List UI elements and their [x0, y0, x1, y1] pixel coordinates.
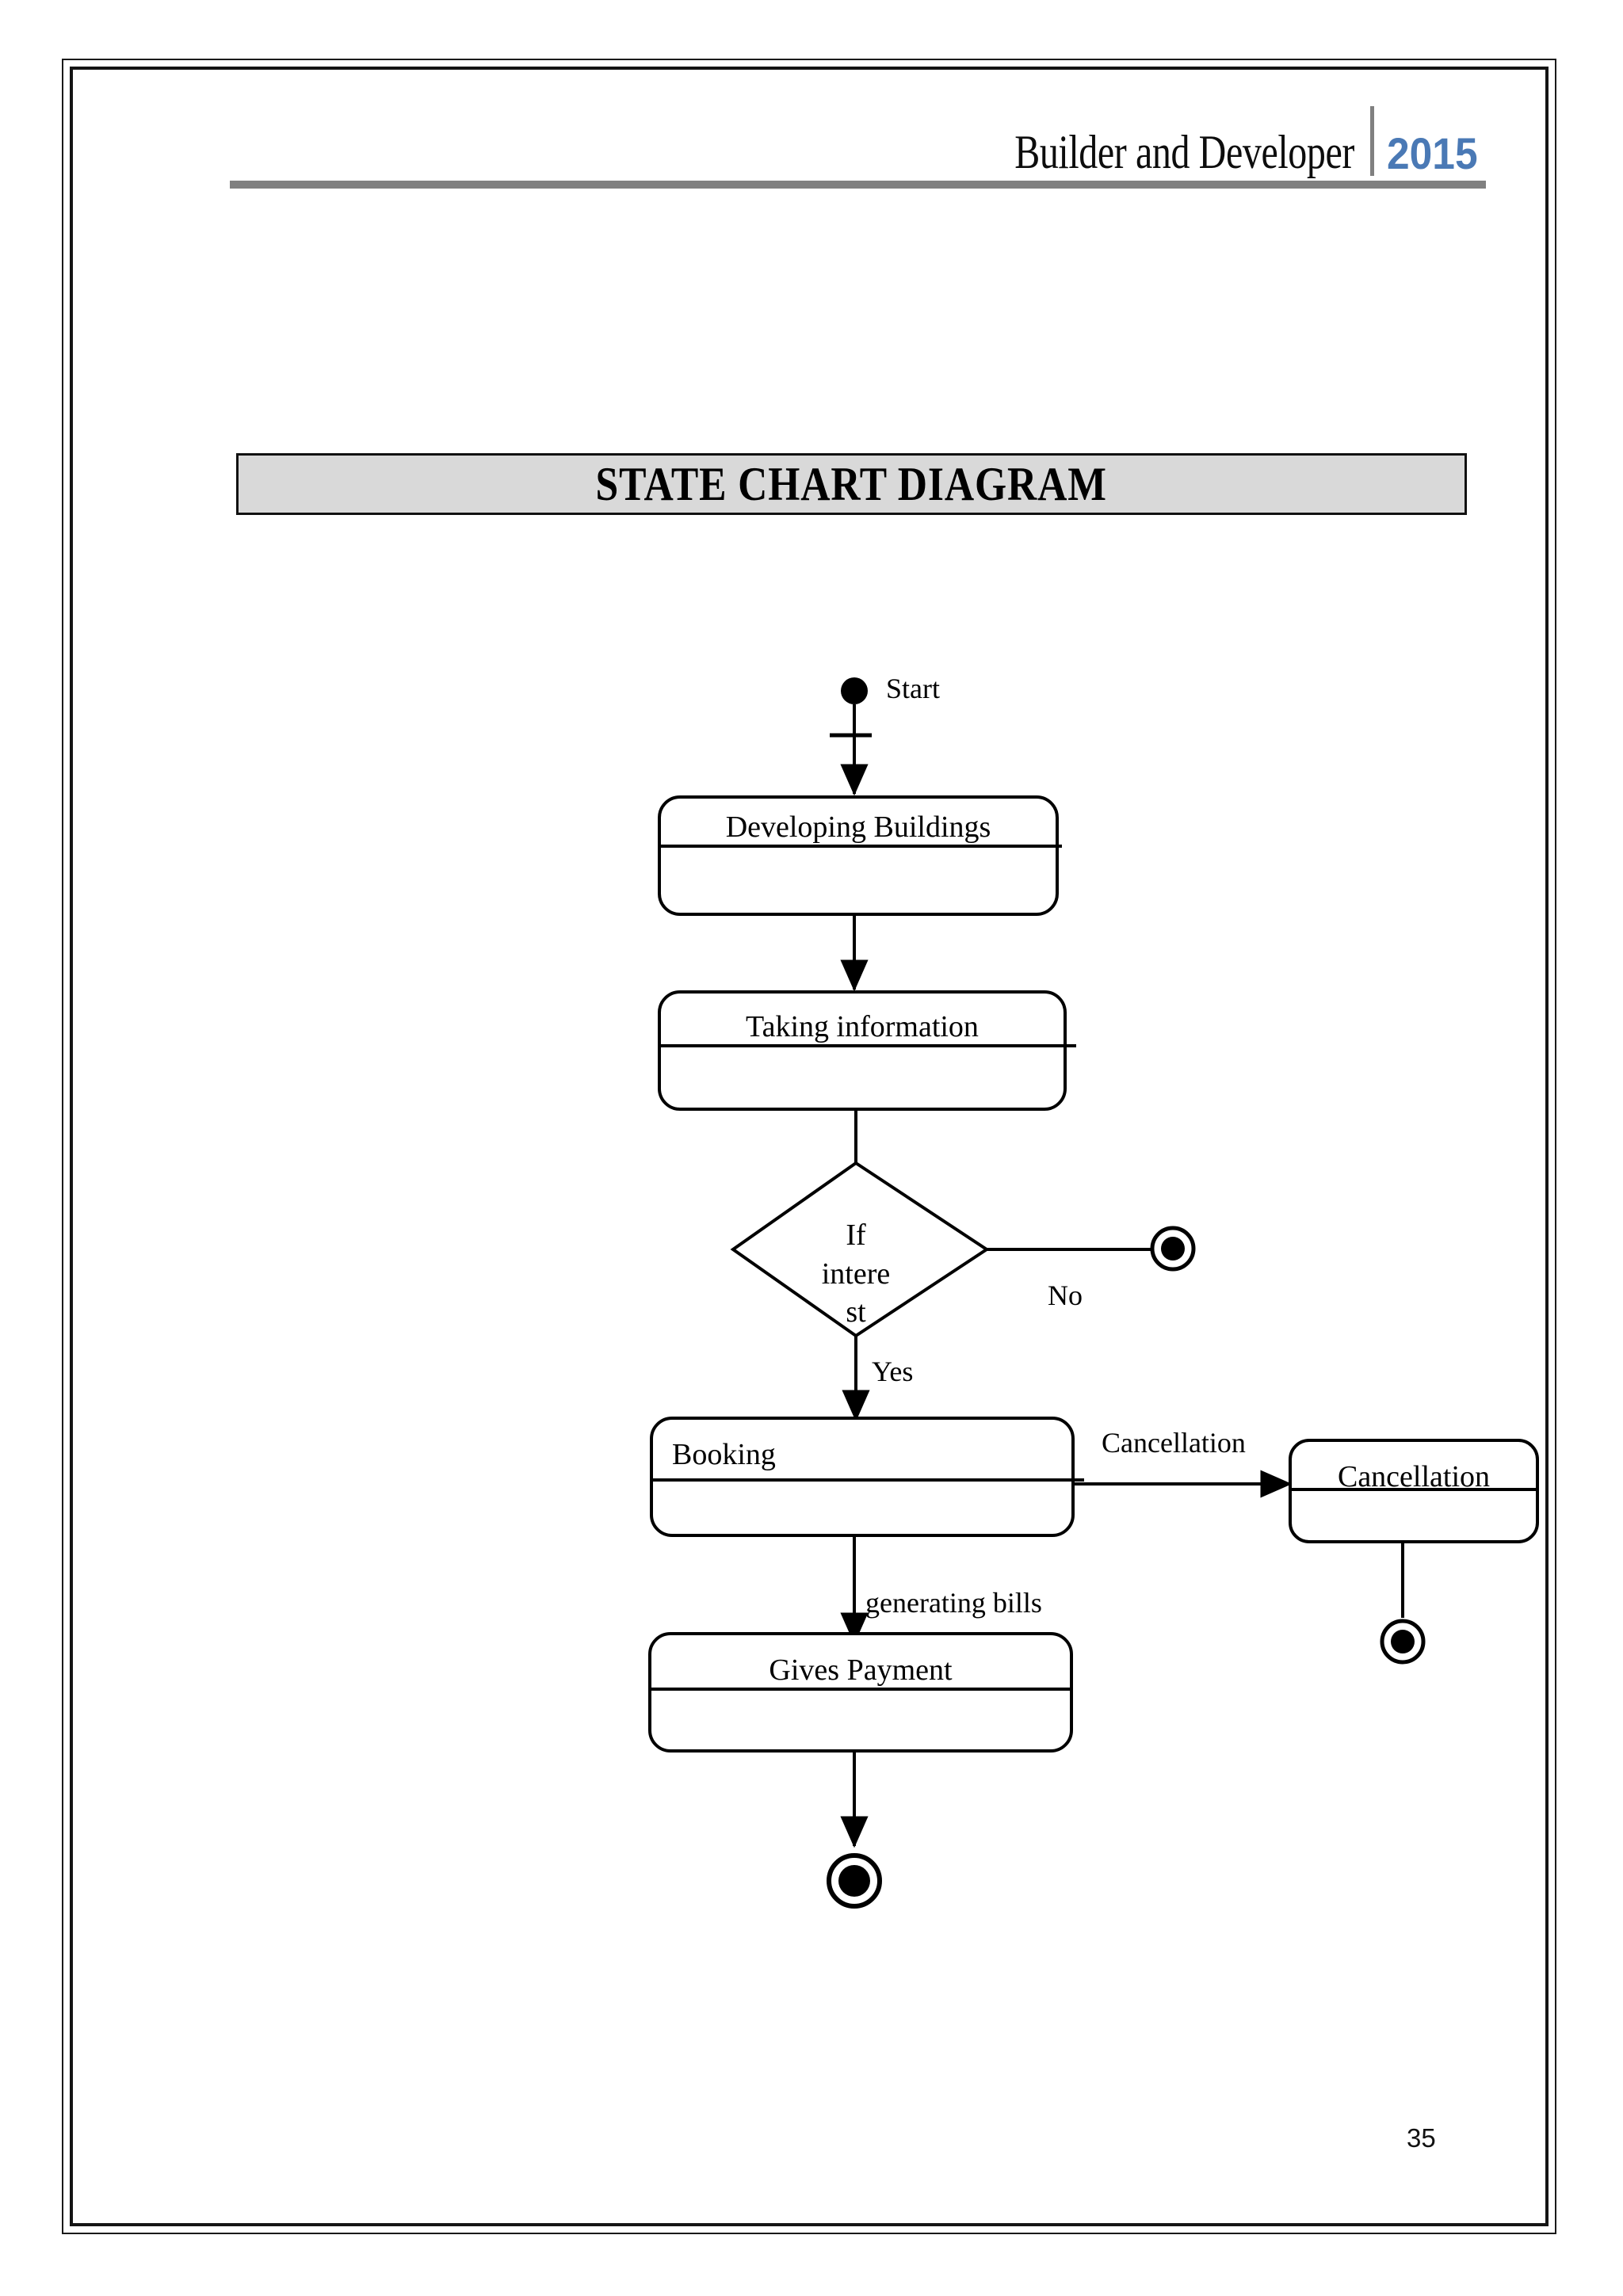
initial-state-caption: Start — [886, 673, 940, 704]
state-text-taking-information: Taking information — [746, 1010, 979, 1043]
header-rule — [230, 181, 1486, 189]
page-border-outer — [62, 59, 1556, 2234]
state-label-booking: Booking — [651, 1432, 1073, 1472]
edge-label-yes: Yes — [872, 1356, 914, 1387]
header-text-row: Builder and Developer 2015 — [930, 103, 1486, 176]
header-divider-icon — [1370, 106, 1375, 176]
page-border-inner — [70, 67, 1549, 2226]
decision-text-line-2: intere — [821, 1257, 891, 1291]
decision-text-line-3: st — [846, 1295, 866, 1329]
edge-label-generating-bills: generating bills — [865, 1587, 1042, 1619]
decision-text-block: If intere st — [804, 1216, 907, 1332]
section-title-bar: STATE CHART DIAGRAM — [236, 453, 1467, 515]
state-text-gives-payment: Gives Payment — [769, 1653, 953, 1687]
state-text-cancellation: Cancellation — [1337, 1460, 1491, 1493]
page-header: Builder and Developer 2015 — [230, 103, 1486, 198]
edge-label-cancellation: Cancellation — [1102, 1427, 1246, 1459]
document-year: 2015 — [1387, 128, 1479, 178]
state-label-developing-buildings: Developing Buildings — [659, 805, 1057, 845]
state-label-cancellation: Cancellation — [1290, 1455, 1537, 1494]
state-text-developing-buildings: Developing Buildings — [725, 810, 991, 844]
document-title: Builder and Developer — [1014, 126, 1355, 178]
state-label-taking-information: Taking information — [659, 1005, 1065, 1044]
state-label-gives-payment: Gives Payment — [650, 1648, 1071, 1688]
section-title: STATE CHART DIAGRAM — [595, 457, 1108, 510]
page-number: 35 — [1407, 2123, 1436, 2153]
decision-text-line-1: If — [846, 1219, 866, 1252]
edge-label-no: No — [1048, 1280, 1083, 1311]
state-text-booking: Booking — [672, 1438, 776, 1471]
